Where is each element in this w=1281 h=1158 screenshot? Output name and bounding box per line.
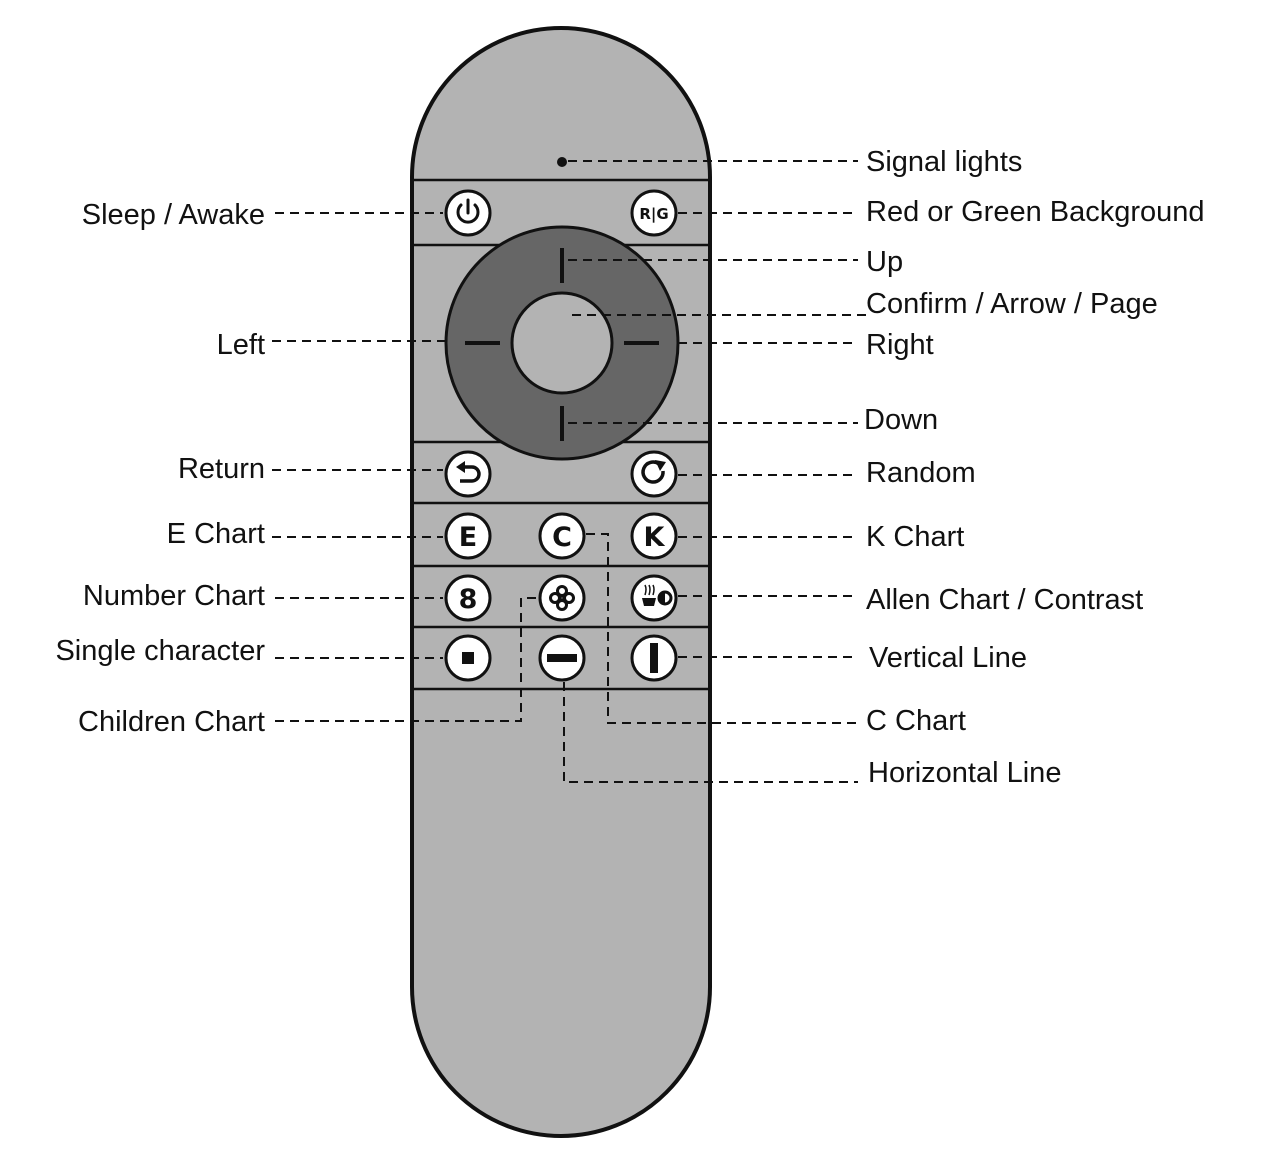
labels: Signal lights Sleep / Awake Red or Green… [55,146,1204,789]
label-number-chart: Number Chart [83,580,265,612]
label-vertical-line: Vertical Line [869,642,1027,674]
k-button-label: K [644,522,666,553]
label-down: Down [864,404,938,436]
refresh-icon [641,460,666,484]
dpad[interactable] [444,225,680,461]
number-chart-button[interactable]: 8 [444,574,492,622]
square-icon [462,652,474,664]
rg-button-label: R|G [639,205,668,224]
power-icon [456,198,480,224]
e-chart-button[interactable]: E [444,512,492,560]
k-chart-button[interactable]: K [630,512,678,560]
return-button[interactable] [444,450,492,498]
label-signal-lights: Signal lights [866,146,1022,178]
sleep-awake-button[interactable] [444,189,492,237]
label-k-chart: K Chart [866,521,964,553]
eight-button-label: 8 [459,584,478,615]
confirm-button[interactable] [510,291,614,395]
label-allen-contrast: Allen Chart / Contrast [866,584,1143,616]
e-button-label: E [459,522,477,553]
red-green-button[interactable]: R|G [630,189,678,237]
label-sleep-awake: Sleep / Awake [82,199,265,231]
horizontal-line-icon [547,654,577,662]
label-up: Up [866,246,903,278]
signal-light [557,157,567,167]
label-c-chart: C Chart [866,705,966,737]
label-right: Right [866,329,934,361]
random-button[interactable] [630,450,678,498]
label-horizontal-line: Horizontal Line [868,757,1061,789]
label-left: Left [217,329,265,361]
horizontal-line-button[interactable] [538,634,586,682]
allen-contrast-icon [642,584,673,606]
vertical-line-button[interactable] [630,634,678,682]
label-random: Random [866,457,976,489]
c-chart-button[interactable]: C [538,512,586,560]
label-children-chart: Children Chart [78,706,265,738]
c-button-label: C [552,522,572,553]
label-confirm: Confirm / Arrow / Page [866,288,1158,320]
return-icon [456,461,481,483]
vertical-line-icon [650,643,658,673]
leader-lines [272,160,868,783]
allen-contrast-button[interactable] [630,574,678,622]
label-return: Return [178,453,265,485]
children-chart-button[interactable] [538,574,586,622]
label-single-character: Single character [55,635,265,667]
label-e-chart: E Chart [167,518,265,550]
label-red-green: Red or Green Background [866,196,1205,228]
single-character-button[interactable] [444,634,492,682]
flower-icon [549,585,575,611]
